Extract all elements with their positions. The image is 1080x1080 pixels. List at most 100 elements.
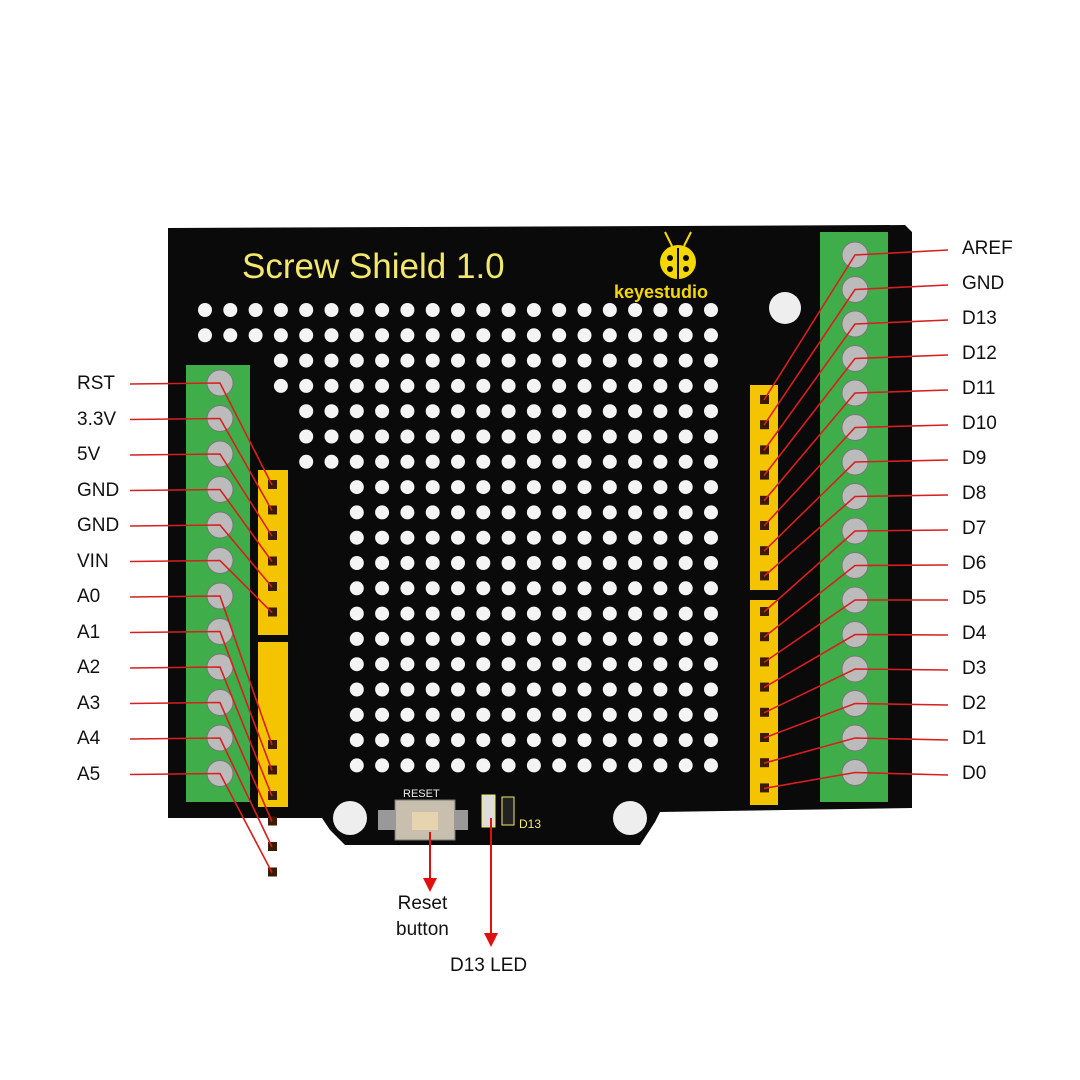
pin-label-a3: A3 bbox=[77, 692, 101, 714]
perfboard-hole bbox=[324, 328, 339, 343]
perfboard-hole bbox=[299, 454, 314, 469]
perfboard-hole bbox=[577, 454, 592, 469]
leader-line bbox=[129, 453, 273, 537]
perfboard-hole bbox=[678, 303, 693, 317]
d13-resistor bbox=[501, 796, 515, 826]
perfboard-hole bbox=[577, 707, 592, 722]
perfboard-hole bbox=[577, 378, 592, 393]
perfboard-hole bbox=[476, 353, 491, 368]
perfboard-hole bbox=[324, 353, 339, 368]
perfboard-hole bbox=[451, 480, 465, 495]
perfboard-hole bbox=[526, 480, 541, 495]
perfboard-hole bbox=[248, 328, 263, 343]
perfboard-hole bbox=[526, 657, 541, 672]
perfboard-hole bbox=[400, 581, 415, 596]
perfboard-hole bbox=[628, 505, 643, 520]
led-arrowhead-icon bbox=[484, 933, 498, 947]
perfboard-hole bbox=[577, 556, 592, 570]
perfboard-hole bbox=[577, 530, 592, 545]
perfboard-hole bbox=[704, 303, 718, 317]
perfboard-hole bbox=[273, 378, 288, 393]
perfboard-hole bbox=[299, 303, 314, 317]
perfboard-hole bbox=[375, 480, 390, 495]
mounting-hole bbox=[333, 801, 367, 835]
perfboard-hole bbox=[628, 454, 643, 469]
reset-button-cap[interactable] bbox=[412, 812, 438, 830]
perfboard-hole bbox=[425, 682, 440, 697]
perfboard-hole bbox=[451, 353, 465, 368]
perfboard-hole bbox=[552, 556, 567, 570]
leader-line bbox=[129, 595, 273, 746]
perfboard-hole bbox=[526, 581, 541, 596]
perfboard-hole bbox=[425, 556, 440, 570]
perfboard-hole bbox=[400, 682, 415, 697]
perfboard-hole bbox=[704, 581, 718, 596]
perfboard-hole bbox=[552, 606, 567, 621]
perfboard-hole bbox=[425, 606, 440, 621]
perfboard-hole bbox=[400, 480, 415, 495]
pin-label-a5: A5 bbox=[77, 763, 101, 785]
perfboard-hole bbox=[349, 353, 364, 368]
perfboard-hole bbox=[476, 480, 491, 495]
perfboard-hole bbox=[501, 682, 516, 697]
perfboard-hole bbox=[628, 328, 643, 343]
perfboard-hole bbox=[526, 733, 541, 748]
leader-line bbox=[763, 599, 948, 664]
perfboard-hole bbox=[501, 404, 516, 419]
perfboard-hole bbox=[451, 454, 465, 469]
perfboard-hole bbox=[400, 530, 415, 545]
perfboard-hole bbox=[476, 707, 491, 722]
perfboard-hole bbox=[653, 682, 668, 697]
perfboard-hole bbox=[628, 631, 643, 646]
perfboard-hole bbox=[526, 631, 541, 646]
perfboard-hole bbox=[501, 758, 516, 773]
perfboard-hole bbox=[678, 353, 693, 368]
perfboard-hole bbox=[577, 581, 592, 596]
perfboard-hole bbox=[400, 454, 415, 469]
perfboard-hole bbox=[628, 657, 643, 672]
pin-label-gnd: GND bbox=[77, 479, 120, 501]
perfboard-hole bbox=[400, 505, 415, 520]
perfboard-hole bbox=[400, 556, 415, 570]
perfboard-hole bbox=[223, 328, 238, 343]
perfboard-hole bbox=[324, 303, 339, 317]
perfboard-hole bbox=[400, 429, 415, 444]
perfboard-hole bbox=[501, 454, 516, 469]
perfboard-hole bbox=[425, 454, 440, 469]
perfboard-hole bbox=[375, 556, 390, 570]
perfboard-hole bbox=[299, 353, 314, 368]
perfboard-hole bbox=[451, 378, 465, 393]
perfboard-hole bbox=[375, 429, 390, 444]
perfboard-hole bbox=[628, 758, 643, 773]
perfboard-hole bbox=[628, 682, 643, 697]
perfboard-hole bbox=[704, 657, 718, 672]
perfboard-hole bbox=[425, 429, 440, 444]
perfboard-hole bbox=[451, 505, 465, 520]
perfboard-hole bbox=[653, 758, 668, 773]
leader-line bbox=[763, 319, 949, 451]
perfboard-hole bbox=[628, 530, 643, 545]
reset-arrowhead-icon bbox=[423, 878, 437, 892]
pin-label-d10: D10 bbox=[962, 413, 997, 434]
perfboard-hole bbox=[526, 556, 541, 570]
perfboard-hole bbox=[602, 429, 617, 444]
perfboard-hole bbox=[552, 480, 567, 495]
perfboard-hole bbox=[678, 758, 693, 773]
perfboard-hole bbox=[602, 581, 617, 596]
perfboard-hole bbox=[678, 429, 693, 444]
perfboard-hole bbox=[375, 505, 390, 520]
perfboard-hole bbox=[349, 480, 364, 495]
perfboard-hole bbox=[552, 353, 567, 368]
perfboard-hole bbox=[299, 429, 314, 444]
perfboard-hole bbox=[577, 657, 592, 672]
perfboard-hole bbox=[501, 480, 516, 495]
perfboard-hole bbox=[400, 707, 415, 722]
perfboard-hole bbox=[552, 505, 567, 520]
pin-label-d9: D9 bbox=[962, 448, 987, 469]
perfboard-hole bbox=[653, 707, 668, 722]
led-callout: D13 LED bbox=[450, 955, 528, 976]
leader-line bbox=[763, 249, 949, 401]
perfboard-hole bbox=[501, 328, 516, 343]
reset-callout-line2: button bbox=[396, 919, 449, 940]
mounting-hole bbox=[769, 292, 801, 324]
